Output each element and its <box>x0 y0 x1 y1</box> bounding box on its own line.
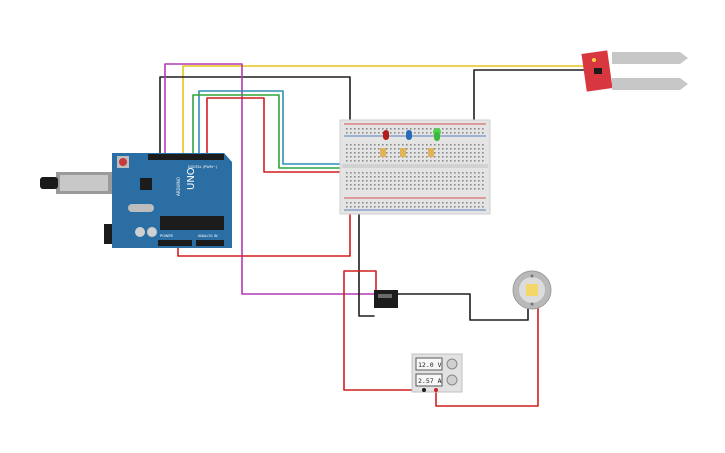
arduino-model-label: UNO <box>186 167 197 190</box>
lamp-led <box>526 284 538 296</box>
crystal <box>128 204 154 212</box>
lamp-screw-bottom <box>530 302 534 306</box>
center-channel <box>342 164 488 168</box>
current-knob[interactable] <box>446 374 458 386</box>
wire-black-lamp[interactable] <box>397 293 529 321</box>
sensor-led <box>592 58 596 62</box>
digital-header[interactable] <box>148 154 224 160</box>
wire-black-gnd[interactable] <box>159 76 351 154</box>
capacitor-2 <box>147 227 157 237</box>
wire-magenta-relay-signal[interactable] <box>164 63 375 295</box>
led-red-body <box>383 130 389 140</box>
arduino-brand-label: ARDUINO <box>176 177 181 196</box>
lamp-screw-top <box>530 274 534 278</box>
led-blue-body <box>406 130 412 140</box>
analog-header[interactable] <box>196 240 224 246</box>
analog-pins-label: ANALOG IN <box>198 234 218 238</box>
power-pins-label: POWER <box>160 234 174 238</box>
soil-moisture-sensor[interactable] <box>581 50 688 92</box>
wires <box>159 63 589 407</box>
wire-yellow-sensor-signal[interactable] <box>182 65 587 154</box>
led-green-body <box>434 132 440 141</box>
relay-label-strip <box>378 294 392 298</box>
breadboard-holes <box>346 128 484 208</box>
positive-terminal[interactable] <box>434 388 438 392</box>
wire-black-sensor-gnd[interactable] <box>473 69 589 127</box>
power-supply[interactable]: 12.0 V 2.57 A <box>411 353 463 393</box>
digital-pins-label: DIGITAL (PWM~) <box>188 165 218 169</box>
sensor-probe-top <box>612 52 688 64</box>
voltage-readout: 12.0 V <box>418 361 442 369</box>
relay-body <box>374 290 398 308</box>
resistor-1[interactable] <box>380 148 386 157</box>
reset-button-cap <box>119 158 127 166</box>
sensor-probe-bottom <box>612 78 688 90</box>
led-red[interactable] <box>383 130 389 140</box>
relay-module[interactable] <box>374 290 398 308</box>
usb-connector-inner <box>60 175 108 191</box>
breadboard[interactable] <box>339 119 491 215</box>
power-header[interactable] <box>158 240 192 246</box>
capacitor-1 <box>135 227 145 237</box>
led-green[interactable] <box>433 128 441 141</box>
usb-cable-end <box>40 177 58 189</box>
current-display <box>415 373 443 387</box>
resistor-3[interactable] <box>428 148 434 157</box>
wire-red-relay[interactable] <box>343 270 421 391</box>
light-bulb[interactable] <box>512 270 552 310</box>
wire-black-relay-gnd[interactable] <box>358 211 375 317</box>
led-blue[interactable] <box>406 130 412 140</box>
wire-red-lamp[interactable] <box>435 307 539 407</box>
voltage-knob[interactable] <box>446 358 458 370</box>
arduino-board[interactable]: UNO ARDUINO DIGITAL (PWM~) POWER ANALOG … <box>40 153 232 248</box>
wire-red-5v[interactable] <box>177 211 351 257</box>
current-readout: 2.57 A <box>418 377 442 385</box>
voltage-display <box>415 357 443 371</box>
sensor-chip <box>594 68 602 74</box>
microcontroller-chip <box>160 216 224 230</box>
resistor-2[interactable] <box>400 148 406 157</box>
negative-terminal[interactable] <box>422 388 426 392</box>
usb-chip <box>140 178 152 190</box>
